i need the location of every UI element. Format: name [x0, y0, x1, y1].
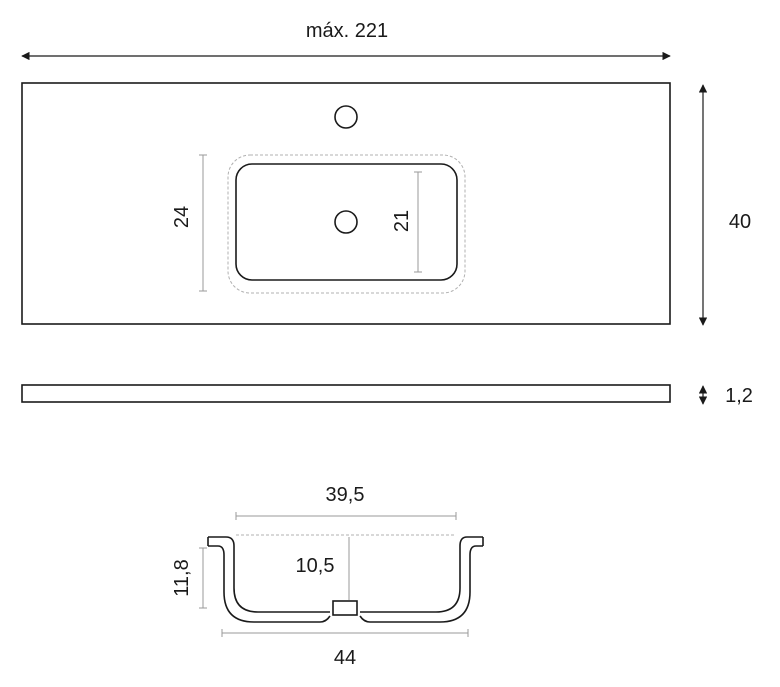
drain-section [332, 600, 358, 616]
section-view: 39,5 10,5 11,8 44 [171, 484, 484, 669]
basin-outer-depth-label: 24 [171, 206, 193, 228]
basin-section-outer-profile-right [360, 536, 483, 613]
drain-hole [334, 210, 358, 234]
tap-hole [334, 105, 358, 129]
basin-inner-outline [235, 163, 458, 281]
section-top-width-label: 39,5 [326, 484, 365, 506]
basin-section-inner-profile [208, 545, 331, 623]
basin-outer-outline [227, 154, 466, 294]
section-outer-height-label: 11,8 [171, 559, 193, 596]
width-dimension-label: máx. 221 [306, 20, 388, 42]
basin-inner-depth-label: 21 [391, 210, 413, 232]
top-view: máx. 221 24 21 40 [21, 20, 751, 326]
basin-section-outer-profile [208, 536, 330, 613]
basin-section-inner-profile-right [359, 545, 483, 623]
countertop-side-outline [21, 384, 671, 403]
section-inner-height-label: 10,5 [296, 555, 335, 577]
thickness-dimension-label: 1,2 [725, 385, 753, 407]
section-bottom-width-label: 44 [334, 647, 356, 669]
depth-dimension-label: 40 [729, 211, 751, 233]
countertop-outline [21, 82, 671, 325]
side-view: 1,2 [21, 384, 753, 407]
